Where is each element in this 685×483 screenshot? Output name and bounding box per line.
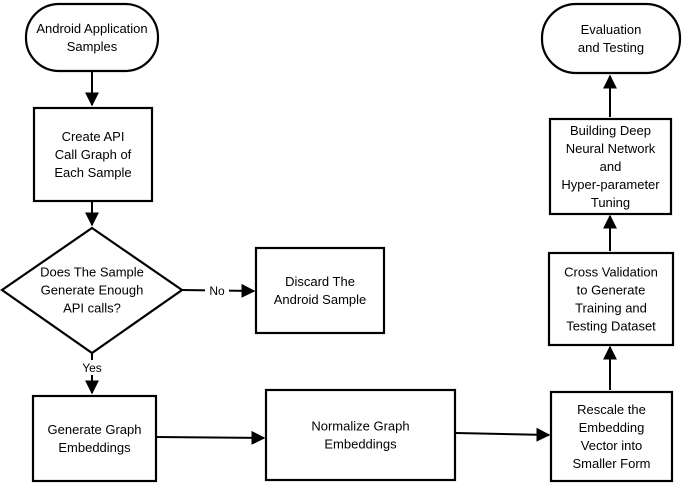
edge-generate-to-normalize — [155, 430, 266, 445]
node-label-line: Cross Validation — [564, 265, 658, 280]
node-label-line: Smaller Form — [572, 456, 650, 471]
evaluation-terminal — [540, 2, 682, 75]
edge-label-no: No — [209, 284, 225, 298]
node-label-line: and Testing — [578, 40, 644, 55]
node-label-line: Android Application — [36, 21, 147, 36]
create-graph-box — [32, 106, 154, 203]
node-label-line: and — [600, 159, 622, 174]
node-label-line: Training and — [575, 301, 647, 316]
edge-label-yes: Yes — [82, 361, 102, 375]
normalize-box — [264, 388, 457, 482]
node-label-line: Generate Enough — [41, 283, 144, 298]
node-label-line: Testing Dataset — [566, 319, 656, 334]
node-label-line: Building Deep — [570, 123, 651, 138]
node-label-line: API calls? — [63, 301, 121, 316]
node-label-line: to Generate — [577, 283, 646, 298]
node-label-line: Call Graph of — [55, 147, 132, 162]
generate-embeddings-box — [31, 394, 158, 483]
discard-box — [254, 246, 386, 335]
node-label-line: Generate Graph — [48, 422, 142, 437]
decision-diamond — [0, 226, 184, 355]
node-label-line: Android Sample — [274, 292, 367, 307]
start-terminal — [24, 2, 160, 73]
node-label-line: Normalize Graph — [311, 419, 409, 434]
node-label-line: Embeddings — [324, 437, 397, 452]
node-label-line: Evaluation — [581, 22, 642, 37]
rescale-box — [549, 390, 674, 483]
build-dnn-box — [548, 117, 673, 216]
node-label-line: Discard The — [285, 274, 355, 289]
edge-normalize-to-rescale — [455, 427, 551, 442]
node-label-line: Embedding — [579, 420, 645, 435]
node-label-line: Tuning — [591, 195, 630, 210]
cross-validation-box — [547, 251, 675, 347]
node-label-line: Neural Network — [566, 141, 656, 156]
node-label-line: Vector into — [581, 438, 642, 453]
node-label-line: Create API — [62, 129, 125, 144]
node-label-line: Samples — [67, 39, 118, 54]
node-label-line: Each Sample — [54, 165, 131, 180]
evaluation-terminal-label: Evaluation and Testing — [578, 22, 644, 55]
node-label-line: Embeddings — [58, 440, 131, 455]
node-label-line: Does The Sample — [40, 265, 144, 280]
node-label-line: Hyper-parameter — [561, 177, 660, 192]
node-label-line: Rescale the — [577, 402, 646, 417]
create-graph-label: Create API Call Graph of Each Sample — [54, 129, 131, 180]
edge-labels: No Yes — [79, 283, 229, 375]
